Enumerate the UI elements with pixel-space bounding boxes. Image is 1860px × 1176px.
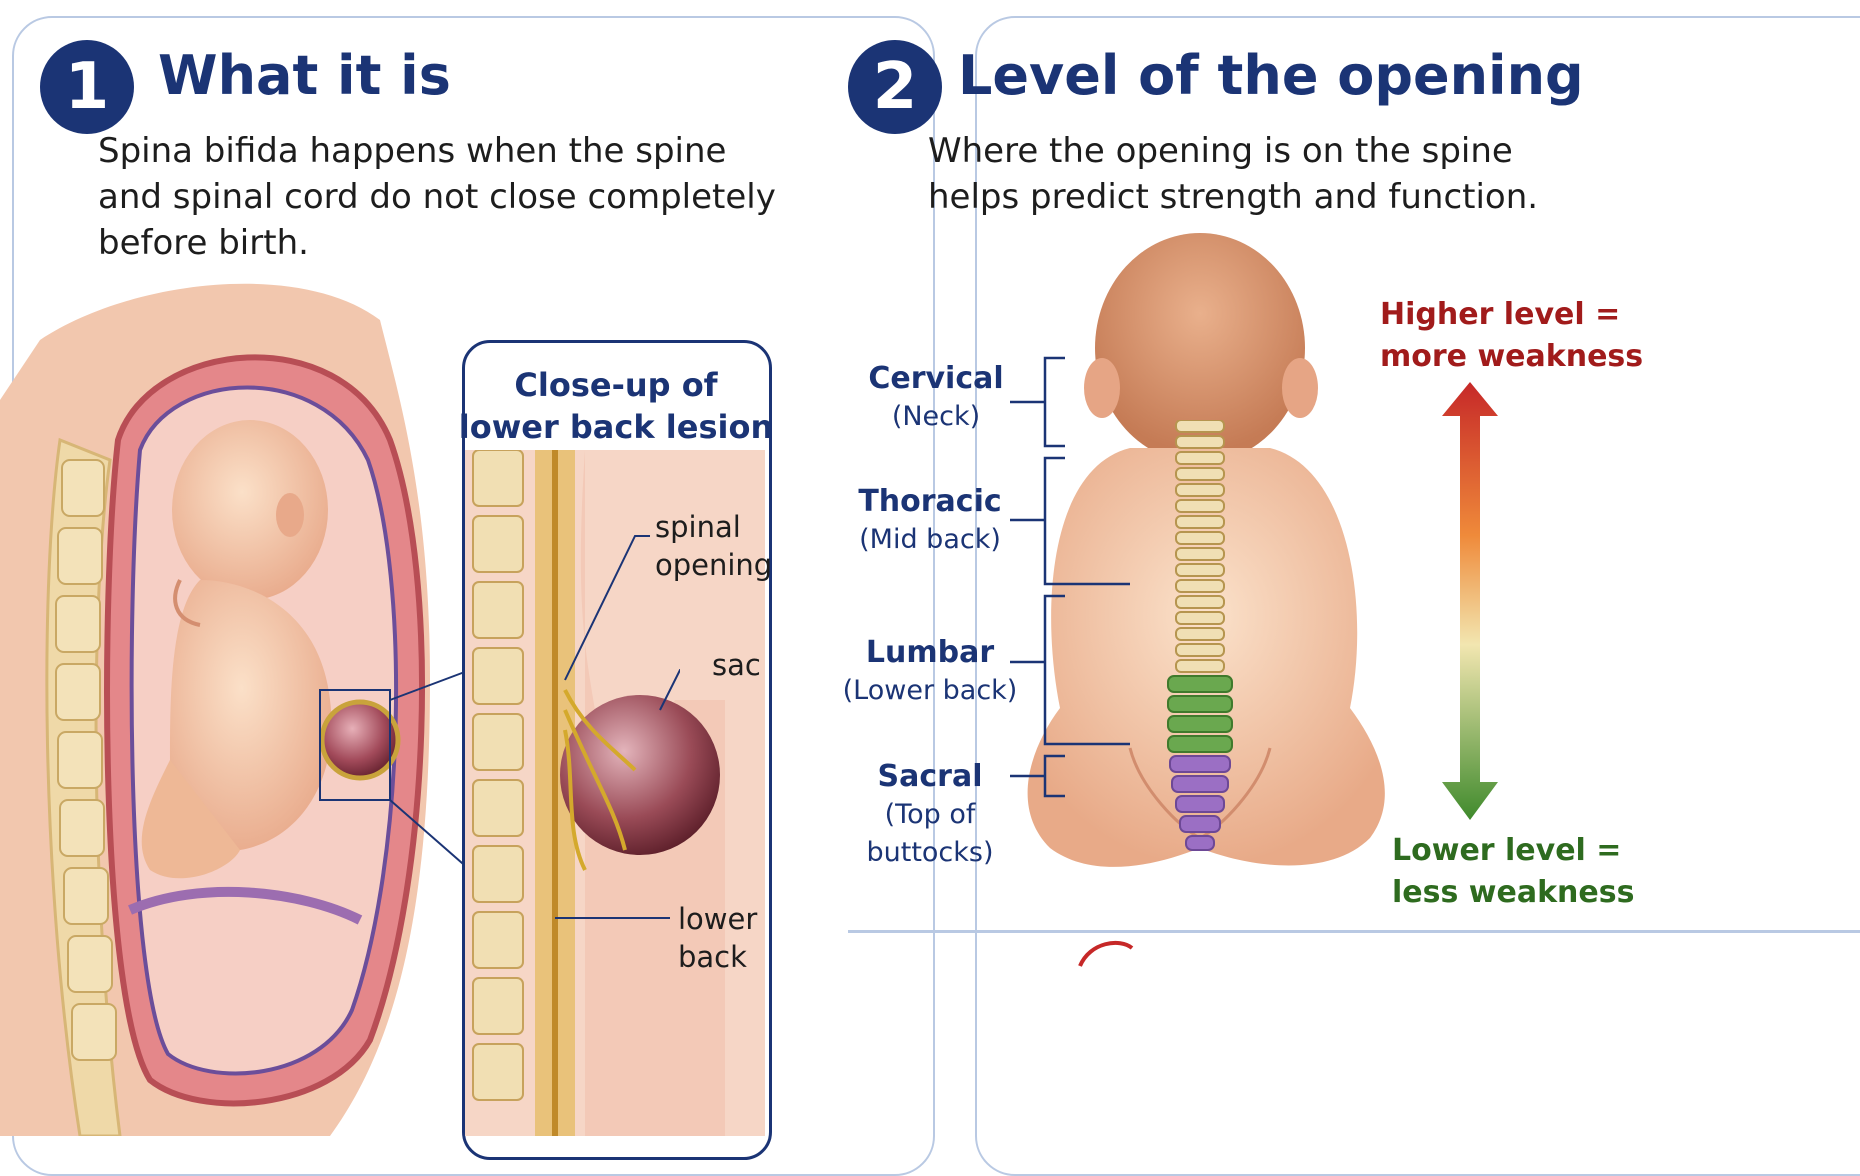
step-number-badge: 2: [848, 40, 942, 134]
segment-name: Sacral: [877, 759, 983, 794]
panel-description: Where the opening is on the spine helps …: [928, 128, 1688, 220]
panel-description: Spina bifida happens when the spine and …: [98, 128, 858, 266]
segment-name: Lumbar: [865, 635, 995, 670]
fetus-head: [172, 420, 328, 600]
closeup-title: Close-up of lower back lesion: [436, 364, 796, 448]
baby-torso: [1027, 448, 1385, 867]
scale-line: Higher level =: [1380, 297, 1621, 332]
closeup-title-line: Close-up of: [514, 366, 718, 404]
segment-label-lumbar: Lumbar (Lower back): [840, 634, 1020, 710]
closeup-title-line: lower back lesion: [458, 408, 774, 446]
spine-column: [1167, 420, 1233, 851]
callout-line: spinal: [655, 510, 741, 544]
segment-label-thoracic: Thoracic (Mid back): [850, 483, 1010, 559]
baby-head: [1095, 233, 1305, 463]
fetus-in-womb-illustration: [0, 283, 471, 1136]
segment-sub: (Neck): [891, 401, 981, 432]
scale-line: less weakness: [1392, 875, 1635, 910]
scale-line: more weakness: [1380, 339, 1644, 374]
scale-line: Lower level =: [1392, 833, 1622, 868]
callout-lower-back: lower back: [678, 900, 757, 976]
closeup-lesion-illustration: [465, 450, 765, 1136]
panel-title: Level of the opening: [958, 44, 1584, 107]
fetus-body: [168, 580, 332, 851]
description-line: before birth.: [98, 223, 309, 263]
segment-sub: (Top of buttocks): [866, 799, 994, 868]
callout-line: back: [678, 940, 747, 974]
maternal-spine-vertebrae: [55, 459, 117, 1061]
closeup-vertebrae: [472, 450, 524, 1101]
description-line: Spina bifida happens when the spine: [98, 131, 727, 171]
segment-label-sacral: Sacral (Top of buttocks): [830, 758, 1030, 872]
step-number-badge: 1: [40, 40, 134, 134]
segment-name: Thoracic: [858, 484, 1002, 519]
segment-name: Cervical: [868, 361, 1004, 396]
section-divider: [848, 930, 1860, 933]
description-line: and spinal cord do not close completely: [98, 177, 776, 217]
panel-title: What it is: [158, 44, 451, 107]
segment-label-cervical: Cervical (Neck): [856, 360, 1016, 436]
severity-gradient-arrow: [1442, 382, 1498, 820]
scale-lower-level-label: Lower level = less weakness: [1392, 830, 1634, 914]
segment-sub: (Lower back): [842, 675, 1018, 706]
spine-vertebrae-upper: [1175, 420, 1225, 673]
callout-line: opening: [655, 548, 773, 582]
baby-back-illustration: [1027, 233, 1385, 867]
lesion-sac: [319, 699, 401, 781]
callout-line: lower: [678, 902, 758, 936]
spine-lumbar-segment: [1167, 675, 1233, 753]
scale-higher-level-label: Higher level = more weakness: [1380, 294, 1643, 378]
spine-sacral-segment: [1169, 755, 1231, 851]
callout-sac: sac: [712, 648, 761, 682]
segment-sub: (Mid back): [859, 524, 1001, 555]
description-line: helps predict strength and function.: [928, 177, 1539, 217]
zoom-box: [319, 689, 391, 801]
description-line: Where the opening is on the spine: [928, 131, 1513, 171]
segment-brackets: [1010, 356, 1130, 798]
callout-spinal-opening: spinal opening: [655, 508, 772, 584]
callout-leader-lines: [555, 535, 680, 919]
decorative-icon-partial: [1078, 940, 1134, 967]
